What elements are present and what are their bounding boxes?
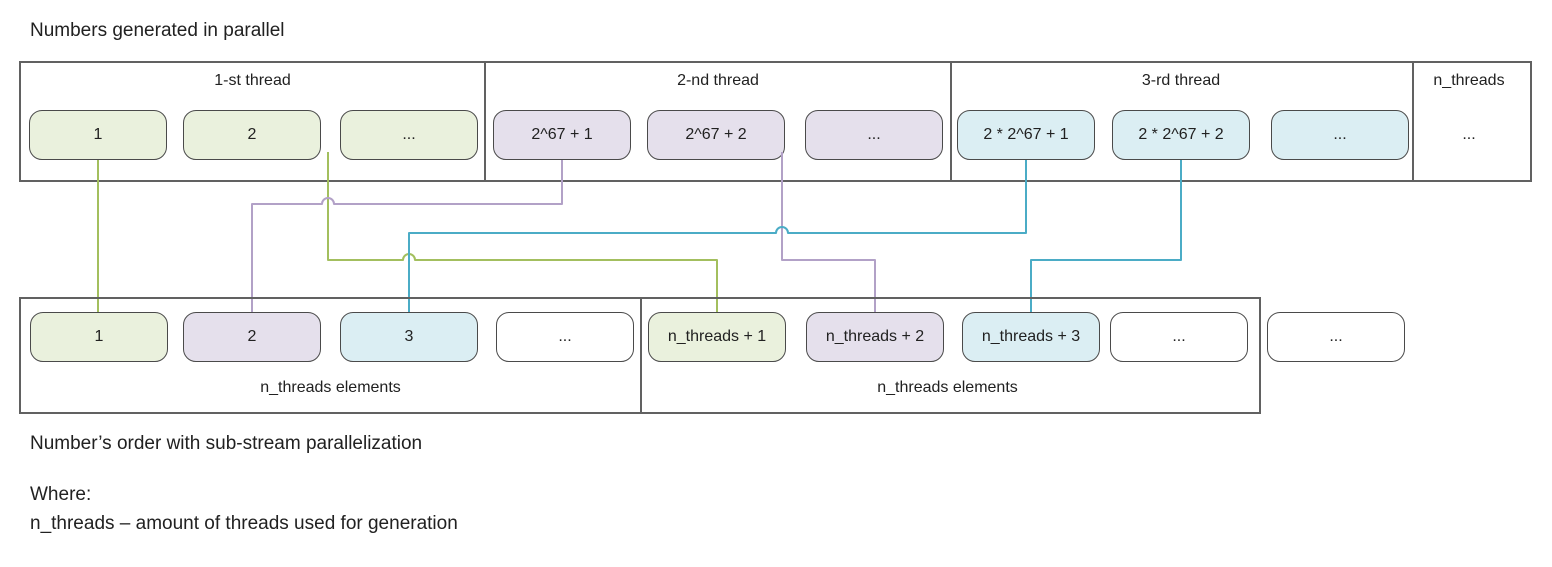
box-bottom-nthreads-2: n_threads + 2 [806, 312, 944, 362]
divider [950, 63, 952, 180]
connector-2x2pow67-1-to-slot3 [408, 160, 1027, 313]
box-bottom-ellipsis-1: ... [496, 312, 634, 362]
box-top-thread1-2: 2 [183, 110, 321, 160]
connector-2pow67-1-to-slot2 [251, 160, 563, 313]
thread-n-ellipsis: ... [1462, 126, 1476, 143]
box-top-thread3-1: 2 * 2^67 + 1 [957, 110, 1095, 160]
order-caption: Number’s order with sub-stream paralleli… [30, 433, 423, 454]
box-bottom-ellipsis-2: ... [1110, 312, 1248, 362]
diagram-title: Numbers generated in parallel [30, 20, 285, 41]
thread-2-header: 2-nd thread [677, 72, 759, 89]
box-top-thread2-1: 2^67 + 1 [493, 110, 631, 160]
box-bottom-3: 3 [340, 312, 478, 362]
nthreads-definition: n_threads – amount of threads used for g… [30, 513, 458, 534]
group-2-label: n_threads elements [877, 379, 1018, 396]
generated-numbers-panel: 1-st thread 2-nd thread 3-rd thread n_th… [19, 61, 1532, 182]
box-overflow-ellipsis: ... [1267, 312, 1405, 362]
group-1-label: n_threads elements [260, 379, 401, 396]
ordered-numbers-panel: 1 2 3 ... n_threads + 1 n_threads + 2 n_… [19, 297, 1261, 414]
connector-2x2pow67-2-to-slot-nthreads-plus-3 [1030, 160, 1182, 313]
thread-1-header: 1-st thread [214, 72, 291, 89]
box-bottom-1: 1 [30, 312, 168, 362]
box-top-thread3-ellipsis: ... [1271, 110, 1409, 160]
box-top-thread3-2: 2 * 2^67 + 2 [1112, 110, 1250, 160]
box-top-thread2-ellipsis: ... [805, 110, 943, 160]
box-top-thread1-1: 1 [29, 110, 167, 160]
thread-n-header: n_threads [1433, 72, 1505, 89]
divider [484, 63, 486, 180]
where-caption: Where: [30, 484, 92, 505]
box-bottom-nthreads-1: n_threads + 1 [648, 312, 786, 362]
box-top-thread2-2: 2^67 + 2 [647, 110, 785, 160]
box-bottom-nthreads-3: n_threads + 3 [962, 312, 1100, 362]
divider [640, 299, 642, 412]
divider [1412, 63, 1414, 180]
box-bottom-2: 2 [183, 312, 321, 362]
thread-3-header: 3-rd thread [1141, 72, 1221, 89]
box-top-thread1-ellipsis: ... [340, 110, 478, 160]
